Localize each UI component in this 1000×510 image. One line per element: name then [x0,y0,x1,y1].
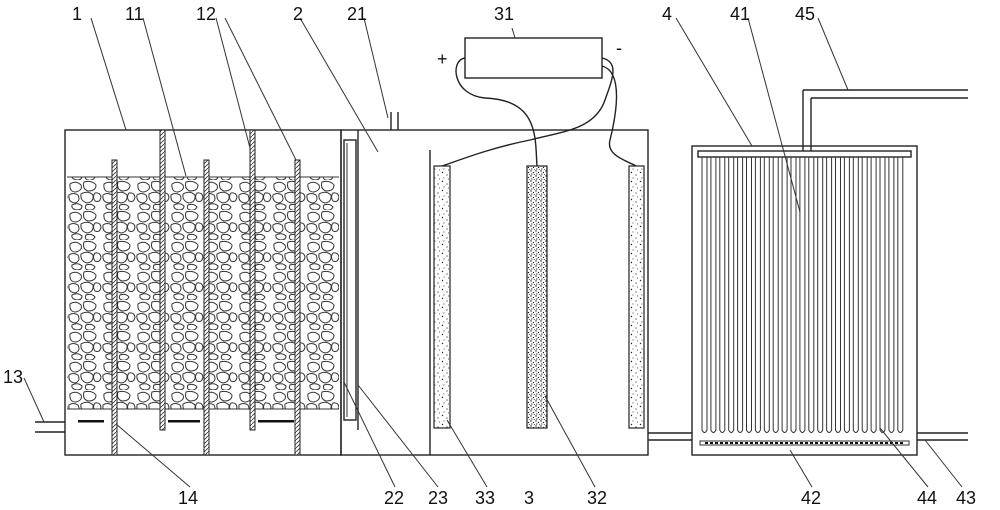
overflow-channel [343,139,357,421]
membrane-tube [835,157,841,433]
membrane-tube [879,157,886,433]
label-electrolytic-unit: 2 [293,4,303,24]
membrane-tube [897,157,904,433]
cathode-plate-center [526,165,548,429]
inlet-pipe [35,421,65,433]
label-electrolytic-chamber: 3 [524,488,534,508]
label-inlet-pipe: 13 [3,367,23,387]
wire-right-electrode [601,65,637,167]
aeration-bar [258,420,294,423]
membrane-tube [808,157,815,433]
label-membrane-tank: 4 [662,4,672,24]
electrolytic-tank [340,112,649,456]
aeration-bar [168,420,200,423]
anode-plate-right [628,165,645,429]
label-permeate-outlet: 45 [795,4,815,24]
vertical-pipe [159,129,166,431]
membrane-tube [763,157,770,433]
wire-positive [455,57,538,167]
membrane-tube [817,157,824,433]
negative-terminal-label: - [616,38,622,58]
vertical-pipe [203,159,210,456]
membrane-tube [746,157,752,433]
label-filter-tank: 1 [72,4,82,24]
wires [441,57,637,167]
membrane-tube [843,157,850,433]
membrane-tube [701,157,708,433]
aeration-bar [78,420,104,423]
connecting-pipe [648,432,692,441]
label-power-supply: 31 [494,4,514,24]
membrane-tube [737,157,744,433]
vertical-pipe [249,129,256,431]
membrane-tube [790,157,797,433]
label-cathode-plate: 32 [587,488,607,508]
label-anode-plate: 33 [475,488,495,508]
vertical-pipe [294,159,301,456]
membrane-tube-array [701,157,904,433]
filter-tank [64,129,342,456]
aeration-pipe [699,440,910,446]
label-drain-pipe: 43 [956,488,976,508]
membrane-tube [754,157,761,433]
drain-pipe [917,432,968,441]
positive-terminal-label: + [437,49,448,69]
membrane-tube [799,157,806,433]
wire-left-electrode [441,57,614,167]
label-membrane-tubes: 41 [730,4,750,24]
callout-labels: 1 11 12 2 21 31 4 41 45 13 14 22 23 33 3… [3,4,976,508]
label-overflow-channel: 22 [384,488,404,508]
label-partition-wall: 23 [428,488,448,508]
membrane-tube [861,157,868,433]
membrane-tube [888,157,895,433]
membrane-tank [691,145,918,456]
membrane-tube [772,157,779,433]
label-top-outlet: 21 [347,4,367,24]
membrane-tube [781,157,788,433]
anode-plate-left [433,165,451,429]
membrane-tube [852,157,859,433]
label-aeration-pipe: 42 [801,488,821,508]
membrane-tube [826,157,833,433]
leader-lines [23,17,963,488]
label-vertical-pipes: 12 [196,4,216,24]
membrane-tube [728,157,735,433]
membrane-tube [719,157,726,433]
membrane-tube [710,157,717,433]
power-supply [464,37,603,79]
label-membrane-header: 44 [917,488,937,508]
permeate-outlet-pipe [802,89,968,151]
membrane-tube [870,157,877,433]
label-stone-media: 11 [125,4,144,24]
label-aeration-bar: 14 [178,488,198,508]
vertical-pipe [111,159,118,456]
